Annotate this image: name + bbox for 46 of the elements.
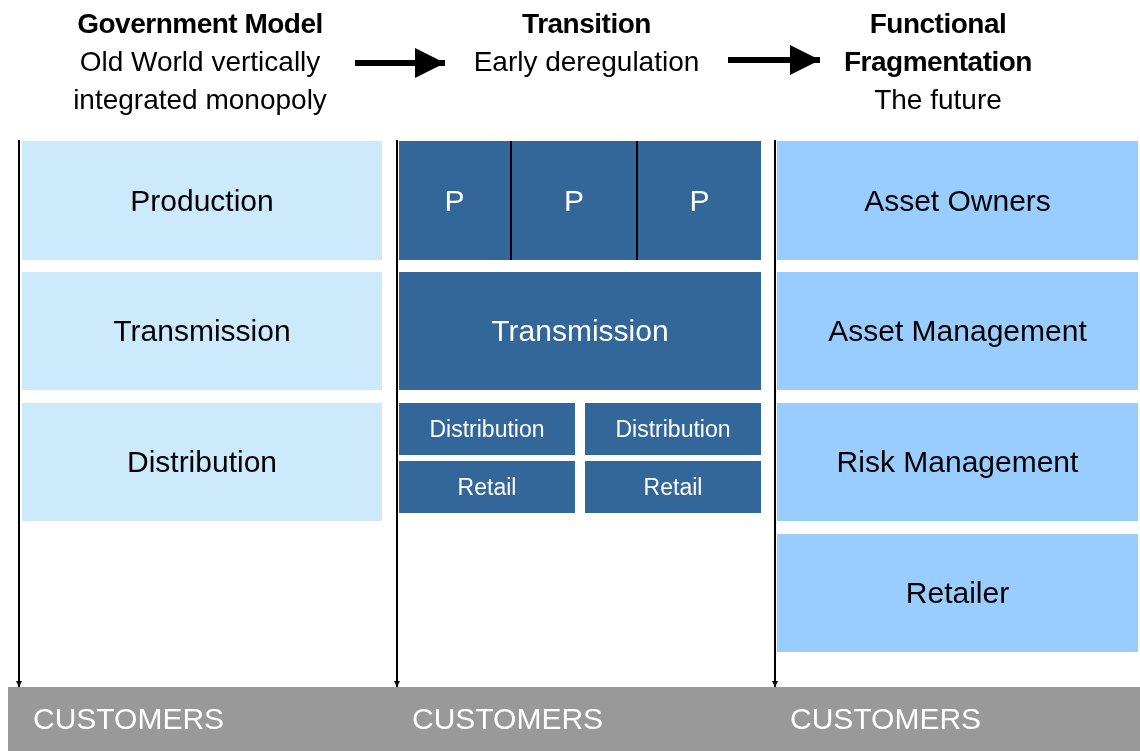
box-label: CUSTOMERS: [412, 702, 604, 736]
column-subtitle: Old World vertically integrated monopoly: [72, 45, 328, 117]
box-label: Distribution: [429, 415, 545, 443]
box-label: Production: [130, 183, 274, 218]
box-label: Transmission: [491, 314, 669, 348]
process-box: [22, 403, 382, 521]
box-label: Asset Owners: [864, 183, 1051, 218]
process-box: [777, 403, 1138, 521]
process-box: [399, 141, 510, 260]
process-box: [585, 461, 761, 513]
column-heading: Transition: [522, 7, 651, 41]
customers-band: [8, 687, 387, 751]
box-label: Retailer: [905, 576, 1010, 610]
box-label: P: [444, 183, 465, 218]
box-label: Risk Management: [836, 445, 1079, 479]
box-label: Retail: [457, 473, 517, 501]
process-box: [585, 403, 761, 455]
box-label: Distribution: [126, 445, 278, 479]
column-heading: Government Model: [77, 7, 323, 41]
arrow: [728, 45, 820, 75]
box-label: CUSTOMERS: [790, 702, 982, 736]
box-label: Transmission: [113, 314, 291, 348]
process-box: [777, 272, 1138, 390]
process-box: [777, 141, 1138, 260]
column-heading: Functional Fragmentation: [843, 7, 1033, 79]
column-subtitle: The future: [874, 83, 1002, 117]
arrow: [355, 48, 445, 78]
process-box: [399, 403, 575, 455]
arrow: [772, 139, 778, 688]
customers-band: [765, 687, 1140, 751]
process-box: [399, 272, 761, 390]
process-box: [777, 534, 1138, 652]
process-box: [22, 272, 382, 390]
box-label: P: [564, 183, 584, 218]
process-box: [399, 461, 575, 513]
process-box: [22, 141, 382, 260]
process-box: [510, 141, 636, 260]
box-label: CUSTOMERS: [33, 702, 225, 736]
box-label: Distribution: [615, 415, 731, 443]
arrow: [16, 139, 22, 688]
box-label: P: [689, 183, 710, 218]
column-subtitle: Early deregulation: [473, 45, 700, 79]
arrow: [394, 139, 400, 688]
box-label: Asset Management: [828, 314, 1087, 348]
process-box: [636, 141, 761, 260]
box-label: Retail: [643, 473, 703, 501]
